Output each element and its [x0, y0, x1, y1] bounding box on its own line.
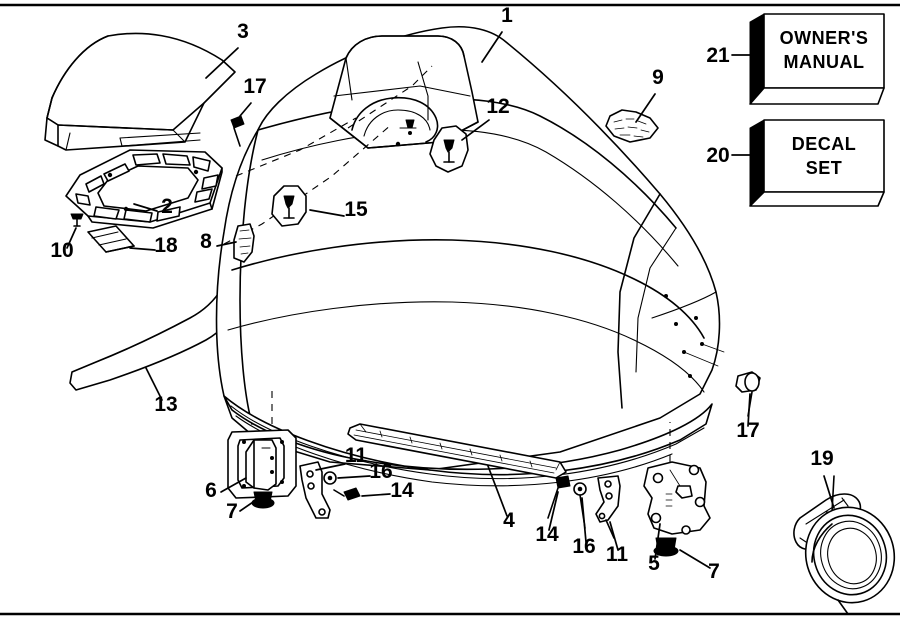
part-latch-bracket-right: [643, 422, 711, 535]
decal-set-line2: SET: [806, 158, 843, 178]
part-pin-lower-right: [735, 371, 761, 417]
part-cowl-fastener-upper: [429, 125, 469, 173]
callout-14-right: 14: [535, 523, 559, 546]
callout-12: 12: [486, 95, 509, 118]
part-screw-left: [333, 487, 361, 501]
decal-set-line1: DECAL: [792, 134, 857, 154]
part-rubber-grommet-right: [653, 537, 679, 557]
part-starter-rope-assembly: [793, 475, 896, 615]
part-grille-filler-strip: [87, 225, 135, 253]
callout-2: 2: [161, 195, 173, 218]
part-top-cover-panel: [44, 32, 236, 151]
owners-manual-line2: MANUAL: [784, 52, 865, 72]
info-box-owners-manual: OWNER'S MANUAL: [749, 13, 885, 105]
callout-7-left: 7: [226, 500, 238, 523]
callout-4: 4: [503, 509, 515, 532]
callout-21: 21: [706, 44, 730, 67]
part-cowl-fastener-lower: [271, 185, 307, 227]
owners-manual-line1: OWNER'S: [780, 28, 869, 48]
callout-13: 13: [154, 393, 177, 416]
part-lower-trim-molding: [347, 423, 567, 479]
callout-20: 20: [706, 144, 729, 167]
part-engine-cowl-upper: [215, 25, 725, 487]
callout-16-right: 16: [572, 535, 595, 558]
part-washer-left: [323, 471, 337, 485]
part-angle-bracket-right: [595, 475, 621, 539]
part-screw-right: [547, 475, 571, 519]
callout-18: 18: [154, 234, 178, 257]
callout-3: 3: [237, 20, 249, 43]
callout-15: 15: [344, 198, 368, 221]
part-air-intake-grille: [65, 149, 223, 229]
callout-9: 9: [652, 66, 664, 89]
callout-numbers: 1 2 3 4 5 6 7 7 8 9 10 11 11 12 13 14 14…: [50, 4, 833, 583]
part-rear-seal-block: [605, 109, 659, 143]
callout-11-left: 11: [345, 444, 368, 467]
part-angle-bracket-left: [299, 461, 331, 519]
callout-17-lower: 17: [736, 419, 759, 442]
callout-16-left: 16: [369, 460, 392, 483]
callout-14-left: 14: [390, 479, 414, 502]
callout-leader-lines: [66, 31, 835, 569]
callout-6: 6: [205, 479, 217, 502]
callout-17-upper: 17: [243, 75, 266, 98]
callout-5: 5: [648, 552, 660, 575]
part-latch-bracket-left: [227, 386, 297, 499]
callout-7-right: 7: [708, 560, 720, 583]
part-pin-upper-left: [230, 115, 245, 147]
callout-1: 1: [501, 4, 513, 27]
callout-11-right: 11: [606, 543, 629, 566]
part-push-rivet: [70, 213, 84, 227]
part-rubber-grommet-left: [251, 491, 275, 509]
info-box-decal-set: DECAL SET: [749, 119, 885, 207]
part-cowl-seal-strip: [69, 287, 234, 391]
callout-8: 8: [200, 230, 212, 253]
callout-10: 10: [50, 239, 73, 262]
callout-19: 19: [810, 447, 833, 470]
